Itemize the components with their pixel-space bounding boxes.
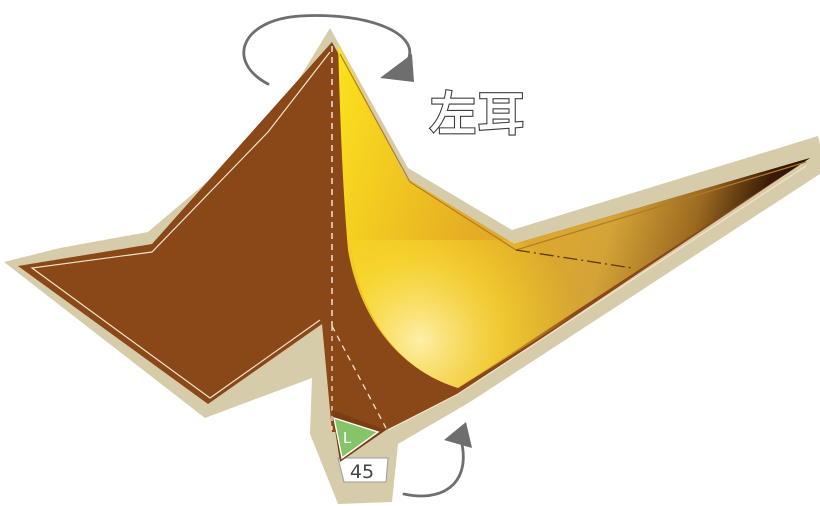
dash-dot-fold [515,249,633,269]
lower-crease [331,325,387,429]
piece-letter-label: L [343,429,352,447]
number-tab [337,457,389,483]
yellow-highlight [350,240,600,388]
rotate-arrow-icon [242,14,414,86]
fold-outline-left [30,51,331,399]
green-letter-tab [333,416,380,460]
fold-outline-right [339,53,807,251]
piece-number-label: 45 [350,461,374,483]
fold-outline-bottom [387,165,807,431]
diagram-title: 左耳 [430,87,526,141]
rotate-arrow-icon-bottom [402,422,472,498]
